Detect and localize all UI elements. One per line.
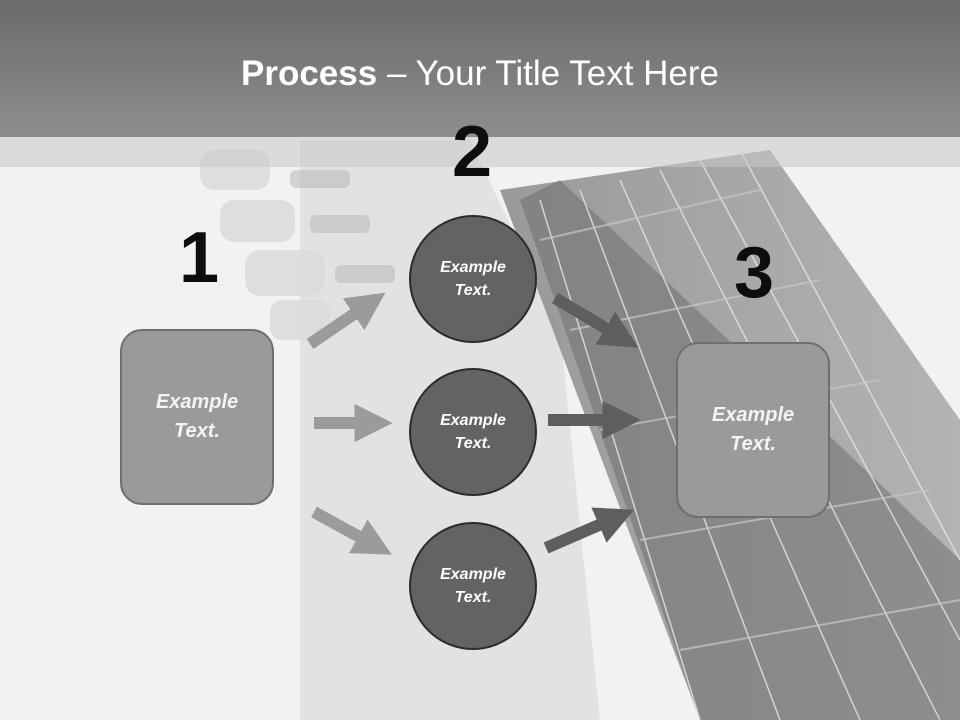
title-bar xyxy=(0,0,960,137)
title-sub-bar xyxy=(0,137,960,167)
step-2-circle-bottom: Example Text. xyxy=(409,522,537,650)
title-rest-part: – Your Title Text Here xyxy=(377,54,719,93)
step-3-text: Example Text. xyxy=(711,404,795,455)
step-1-box: Example Text. xyxy=(120,329,274,505)
arrow-1-to-2-bottom xyxy=(311,506,392,555)
arrow-2-to-3-bottom xyxy=(543,507,635,554)
slide-title: Process – Your Title Text Here xyxy=(0,52,960,96)
step-2-circle-middle: Example Text. xyxy=(409,368,537,496)
step-1-number: 1 xyxy=(178,218,220,298)
arrow-2-to-3-top xyxy=(551,292,639,348)
step-1-text: Example Text. xyxy=(155,391,239,442)
step-3-box: Example Text. xyxy=(676,342,830,518)
step-2-circle-top: Example Text. xyxy=(409,215,537,343)
title-bold-part: Process xyxy=(241,54,378,93)
step-2-circle-top-text: Example Text. xyxy=(440,259,506,299)
step-2-circle-middle-text: Example Text. xyxy=(440,412,506,452)
step-3-number: 3 xyxy=(733,233,775,313)
arrow-1-to-2-top xyxy=(306,292,386,349)
step-2-circle-bottom-text: Example Text. xyxy=(440,566,506,606)
step-2-number: 2 xyxy=(451,112,493,192)
